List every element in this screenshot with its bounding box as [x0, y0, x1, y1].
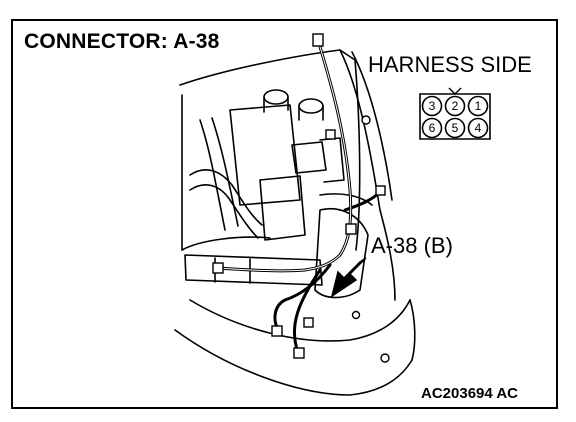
- pin-4: 4: [475, 121, 482, 135]
- bumper-upper: [189, 299, 411, 342]
- battery-box: [259, 175, 306, 241]
- engine-block: [229, 104, 301, 206]
- bumper-lower: [174, 329, 413, 396]
- bumper-side: [409, 299, 416, 361]
- relay-box: [291, 141, 327, 174]
- pin-5: 5: [452, 121, 459, 135]
- reservoir-cap-left: [263, 89, 289, 105]
- fender-right: [339, 49, 396, 301]
- radiator-support: [184, 254, 323, 286]
- pin-6: 6: [429, 121, 436, 135]
- headlight: [314, 208, 369, 299]
- fender-edge: [351, 51, 393, 201]
- pin-3: 3: [429, 99, 436, 113]
- hood-outline: [179, 49, 361, 251]
- pin-1: 1: [475, 99, 482, 113]
- pin-2: 2: [452, 99, 459, 113]
- harness-connector: [312, 33, 324, 47]
- figure-code: AC203694 AC: [421, 385, 518, 402]
- diagram-frame: [11, 19, 558, 409]
- connector-title: CONNECTOR: A-38: [24, 30, 220, 53]
- connector-pin-diagram: 3 2 1 6 5 4: [419, 87, 491, 140]
- intake-hose: [189, 169, 263, 226]
- harness-side-label: HARNESS SIDE: [368, 52, 532, 77]
- connector-pointer-arrow: [330, 257, 367, 298]
- reservoir-cap-right: [298, 98, 324, 114]
- connector-callout-label: A-38 (B): [371, 233, 453, 258]
